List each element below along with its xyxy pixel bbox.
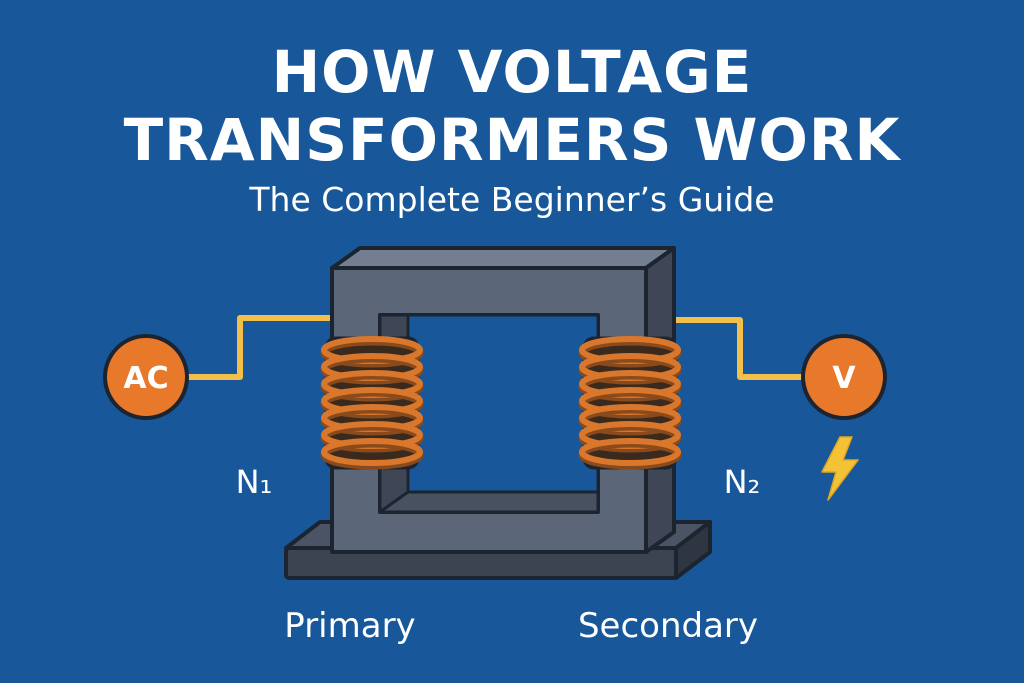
subtitle: The Complete Beginner’s Guide bbox=[248, 180, 774, 219]
voltmeter-label: V bbox=[832, 361, 856, 396]
voltmeter-badge: V bbox=[801, 334, 887, 420]
lightning-bolt-icon bbox=[821, 436, 859, 501]
title-line-2: TRANSFORMERS WORK bbox=[124, 106, 902, 174]
primary-label: Primary bbox=[284, 606, 415, 646]
primary-turns-label: N₁ bbox=[236, 463, 273, 501]
primary-wire bbox=[182, 315, 335, 380]
coil-turn bbox=[579, 438, 681, 466]
primary-coil bbox=[320, 336, 424, 470]
secondary-coil bbox=[578, 336, 682, 470]
ac-source-label: AC bbox=[123, 361, 168, 396]
secondary-turns-label: N₂ bbox=[724, 463, 761, 501]
ac-source-badge: AC bbox=[103, 334, 189, 420]
coil-turn bbox=[321, 438, 423, 466]
title-line-1: HOW VOLTAGE bbox=[272, 38, 753, 106]
secondary-wire bbox=[670, 317, 815, 380]
secondary-label: Secondary bbox=[578, 606, 758, 646]
